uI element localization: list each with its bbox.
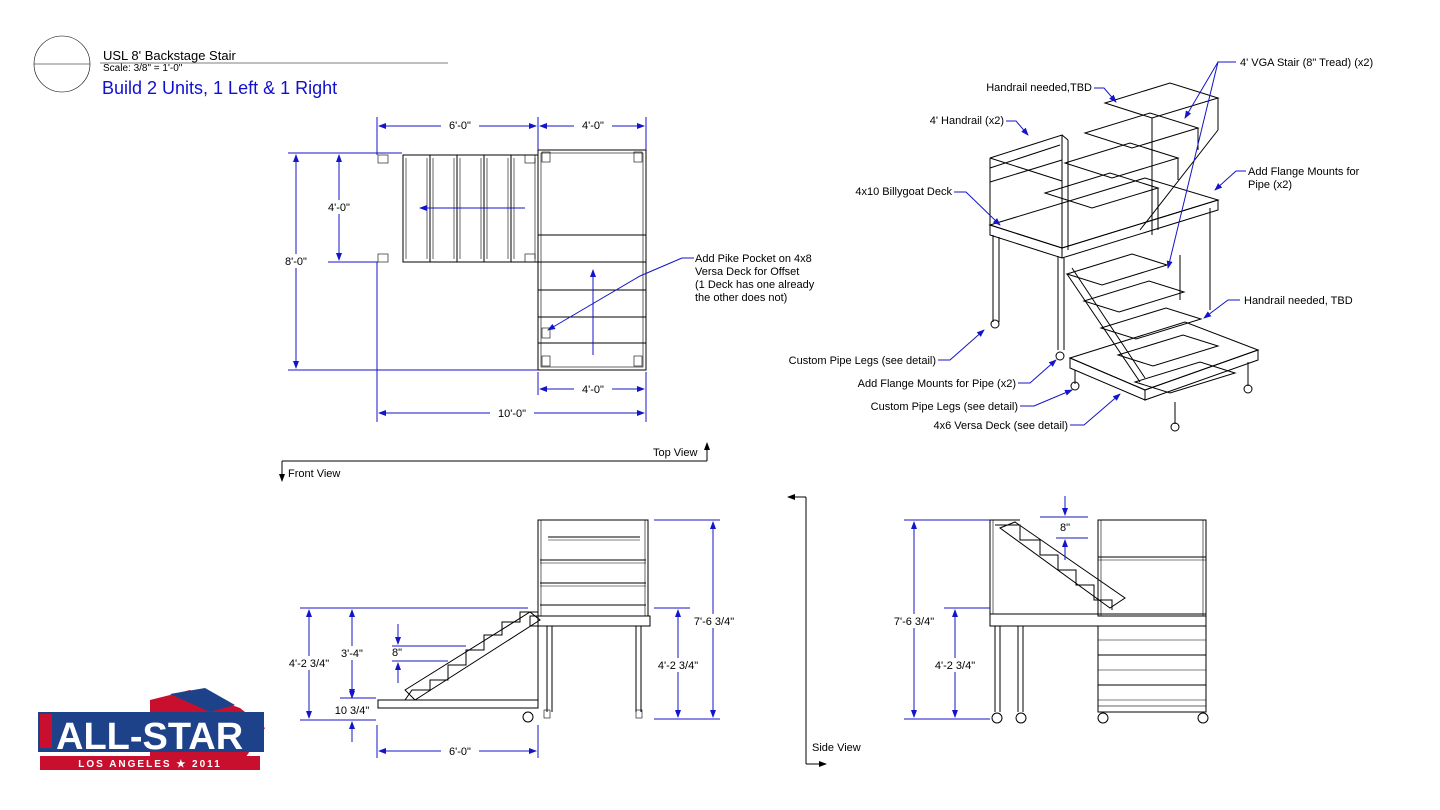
top-view-dimensions: 6'-0" 4'-0" 4'-0" 8'-0" 4'-0" <box>278 117 647 422</box>
callout-pipe-legs-2: Custom Pipe Legs (see detail) <box>871 401 1018 413</box>
iso-callouts: 4' VGA Stair (8" Tread) (x2) Handrail ne… <box>789 57 1374 432</box>
logo-blue-shape <box>170 688 235 712</box>
title-block <box>33 35 448 93</box>
note-line-2: Versa Deck for Offset <box>695 266 799 278</box>
drawing-subtitle: Build 2 Units, 1 Left & 1 Right <box>102 78 338 98</box>
side-view: 8" 7'-6 3/4" 4'-2 3/4" <box>888 496 1209 724</box>
front-dim-lower-height: 4'-2 3/4" <box>289 658 329 670</box>
callout-flange-lower: Add Flange Mounts for Pipe (x2) <box>858 378 1016 390</box>
side-view-label: Side View <box>812 742 861 754</box>
callout-billygoat-deck: 4x10 Billygoat Deck <box>855 186 952 198</box>
front-dim-deck-height: 4'-2 3/4" <box>658 660 698 672</box>
dim-deck-width-bottom: 4'-0" <box>582 384 604 396</box>
callout-handrail-tbd-top: Handrail needed,TBD <box>986 82 1092 94</box>
front-dim-base: 10 3/4" <box>335 705 370 717</box>
front-dim-stair-rise: 3'-4" <box>341 648 363 660</box>
dim-overall-length: 10'-0" <box>498 408 526 420</box>
front-structure <box>377 519 651 723</box>
note-line-3: (1 Deck has one already <box>695 279 815 291</box>
callout-flange-upper-1: Add Flange Mounts for <box>1248 166 1360 178</box>
drawing-title: USL 8' Backstage Stair <box>103 48 236 63</box>
logo-player-icon <box>40 714 52 748</box>
front-view: 4'-2 3/4" 3'-4" 8" 10 3/4" 6'-0" <box>283 519 740 758</box>
note-line-1: Add Pike Pocket on 4x8 <box>695 253 812 265</box>
view-section-lines: Top View Front View Side View <box>279 442 861 767</box>
front-dim-tread: 8" <box>392 647 402 659</box>
top-deck-plan <box>537 149 647 371</box>
isometric-view: 4' VGA Stair (8" Tread) (x2) Handrail ne… <box>789 57 1374 432</box>
iso-structure <box>988 82 1260 432</box>
side-structure <box>989 519 1209 724</box>
front-view-label: Front View <box>288 468 340 480</box>
logo-banner <box>38 712 264 752</box>
side-dim-upper-total: 7'-6 3/4" <box>894 616 934 628</box>
callout-handrail-tbd-lower: Handrail needed, TBD <box>1244 295 1353 307</box>
note-line-4: the other does not) <box>695 292 787 304</box>
drawing-scale: Scale: 3/8" = 1'-0" <box>103 63 183 74</box>
logo-sub-banner <box>40 756 260 770</box>
top-view: 6'-0" 4'-0" 4'-0" 8'-0" 4'-0" <box>278 117 815 422</box>
callout-versa-deck: 4x6 Versa Deck (see detail) <box>933 420 1068 432</box>
dim-stair-length: 6'-0" <box>449 120 471 132</box>
side-dimensions: 8" 7'-6 3/4" 4'-2 3/4" <box>888 496 1088 720</box>
callout-pipe-legs-1: Custom Pipe Legs (see detail) <box>789 355 936 367</box>
callout-vga-stair: 4' VGA Stair (8" Tread) (x2) <box>1240 57 1373 69</box>
dim-deck-width-top: 4'-0" <box>582 120 604 132</box>
side-dim-tread: 8" <box>1060 522 1070 534</box>
logo-main-text: ALL-STAR <box>56 716 243 758</box>
front-dim-run: 6'-0" <box>449 746 471 758</box>
dim-stair-width: 4'-0" <box>328 202 350 214</box>
pike-pocket-note: Add Pike Pocket on 4x8 Versa Deck for Of… <box>547 253 815 331</box>
top-view-label: Top View <box>653 447 697 459</box>
side-dim-deck-height: 4'-2 3/4" <box>935 660 975 672</box>
front-dimensions: 4'-2 3/4" 3'-4" 8" 10 3/4" 6'-0" <box>283 519 740 758</box>
front-dim-upper-total: 7'-6 3/4" <box>694 616 734 628</box>
callout-handrail-4ft: 4' Handrail (x2) <box>930 115 1004 127</box>
dim-overall-depth: 8'-0" <box>285 256 307 268</box>
callout-flange-upper-2: Pipe (x2) <box>1248 179 1292 191</box>
all-star-logo: ALL-STAR LOS ANGELES ★ 2011 <box>38 688 265 770</box>
logo-sub-text: LOS ANGELES ★ 2011 <box>78 759 222 770</box>
